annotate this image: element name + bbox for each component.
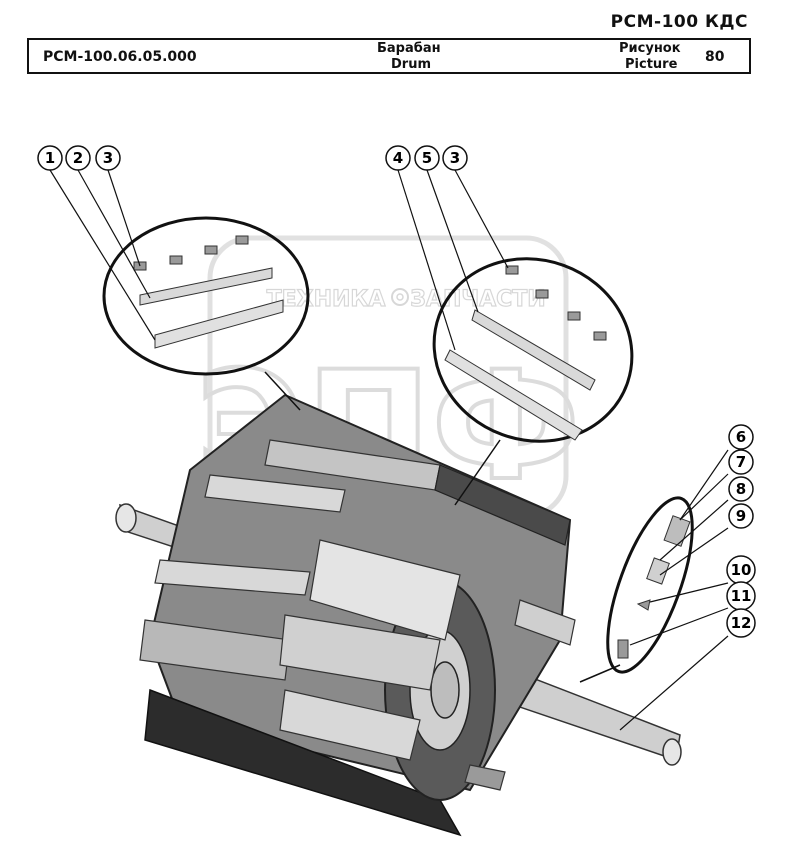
svg-text:10: 10	[731, 561, 752, 579]
detail-ellipse-fasteners	[579, 496, 694, 683]
svg-text:2: 2	[73, 149, 83, 167]
svg-text:3: 3	[103, 149, 113, 167]
drum-blades	[139, 439, 576, 791]
watermark-text-right: ЗАПЧАСТИ	[410, 287, 545, 312]
leader-lines	[49, 169, 729, 731]
callouts: 1 2 3 4 5 3 6 7 8 9 10 11 12	[37, 145, 756, 638]
callout-5: 5	[414, 145, 440, 171]
callout-3-left: 3	[95, 145, 121, 171]
gear-icon	[391, 288, 409, 306]
picture-label-en: Picture	[625, 57, 678, 72]
svg-text:4: 4	[393, 149, 403, 167]
svg-text:8: 8	[736, 480, 746, 498]
part-name-en: Drum	[391, 57, 432, 72]
detail-ellipse-right	[432, 257, 634, 506]
callout-2: 2	[65, 145, 91, 171]
svg-text:7: 7	[736, 453, 746, 471]
part-number: РСМ-100.06.05.000	[43, 49, 197, 65]
svg-text:12: 12	[731, 614, 752, 632]
svg-text:3: 3	[450, 149, 460, 167]
title-block: РСМ-100.06.05.000 Барабан Drum Рисунок P…	[27, 38, 751, 74]
svg-text:11: 11	[731, 587, 752, 605]
callout-3-right: 3	[442, 145, 468, 171]
watermark-text-left: ТЕХНИКА	[267, 287, 386, 312]
svg-text:6: 6	[736, 428, 746, 446]
callout-10: 10	[726, 555, 756, 585]
picture-label-ru: Рисунок	[619, 41, 681, 56]
detail-ellipse-left	[102, 216, 310, 411]
callout-8: 8	[728, 476, 754, 502]
svg-text:1: 1	[45, 149, 55, 167]
callout-11: 11	[726, 581, 756, 611]
callout-4: 4	[385, 145, 411, 171]
svg-text:5: 5	[422, 149, 432, 167]
callout-7: 7	[728, 449, 754, 475]
part-name-ru: Барабан	[377, 41, 441, 56]
callout-6: 6	[728, 424, 754, 450]
svg-text:9: 9	[736, 507, 746, 525]
callout-9: 9	[728, 503, 754, 529]
model-title: РСМ-100 КДС	[610, 12, 748, 32]
callout-12: 12	[726, 608, 756, 638]
callout-1: 1	[37, 145, 63, 171]
picture-number: 80	[705, 49, 725, 65]
